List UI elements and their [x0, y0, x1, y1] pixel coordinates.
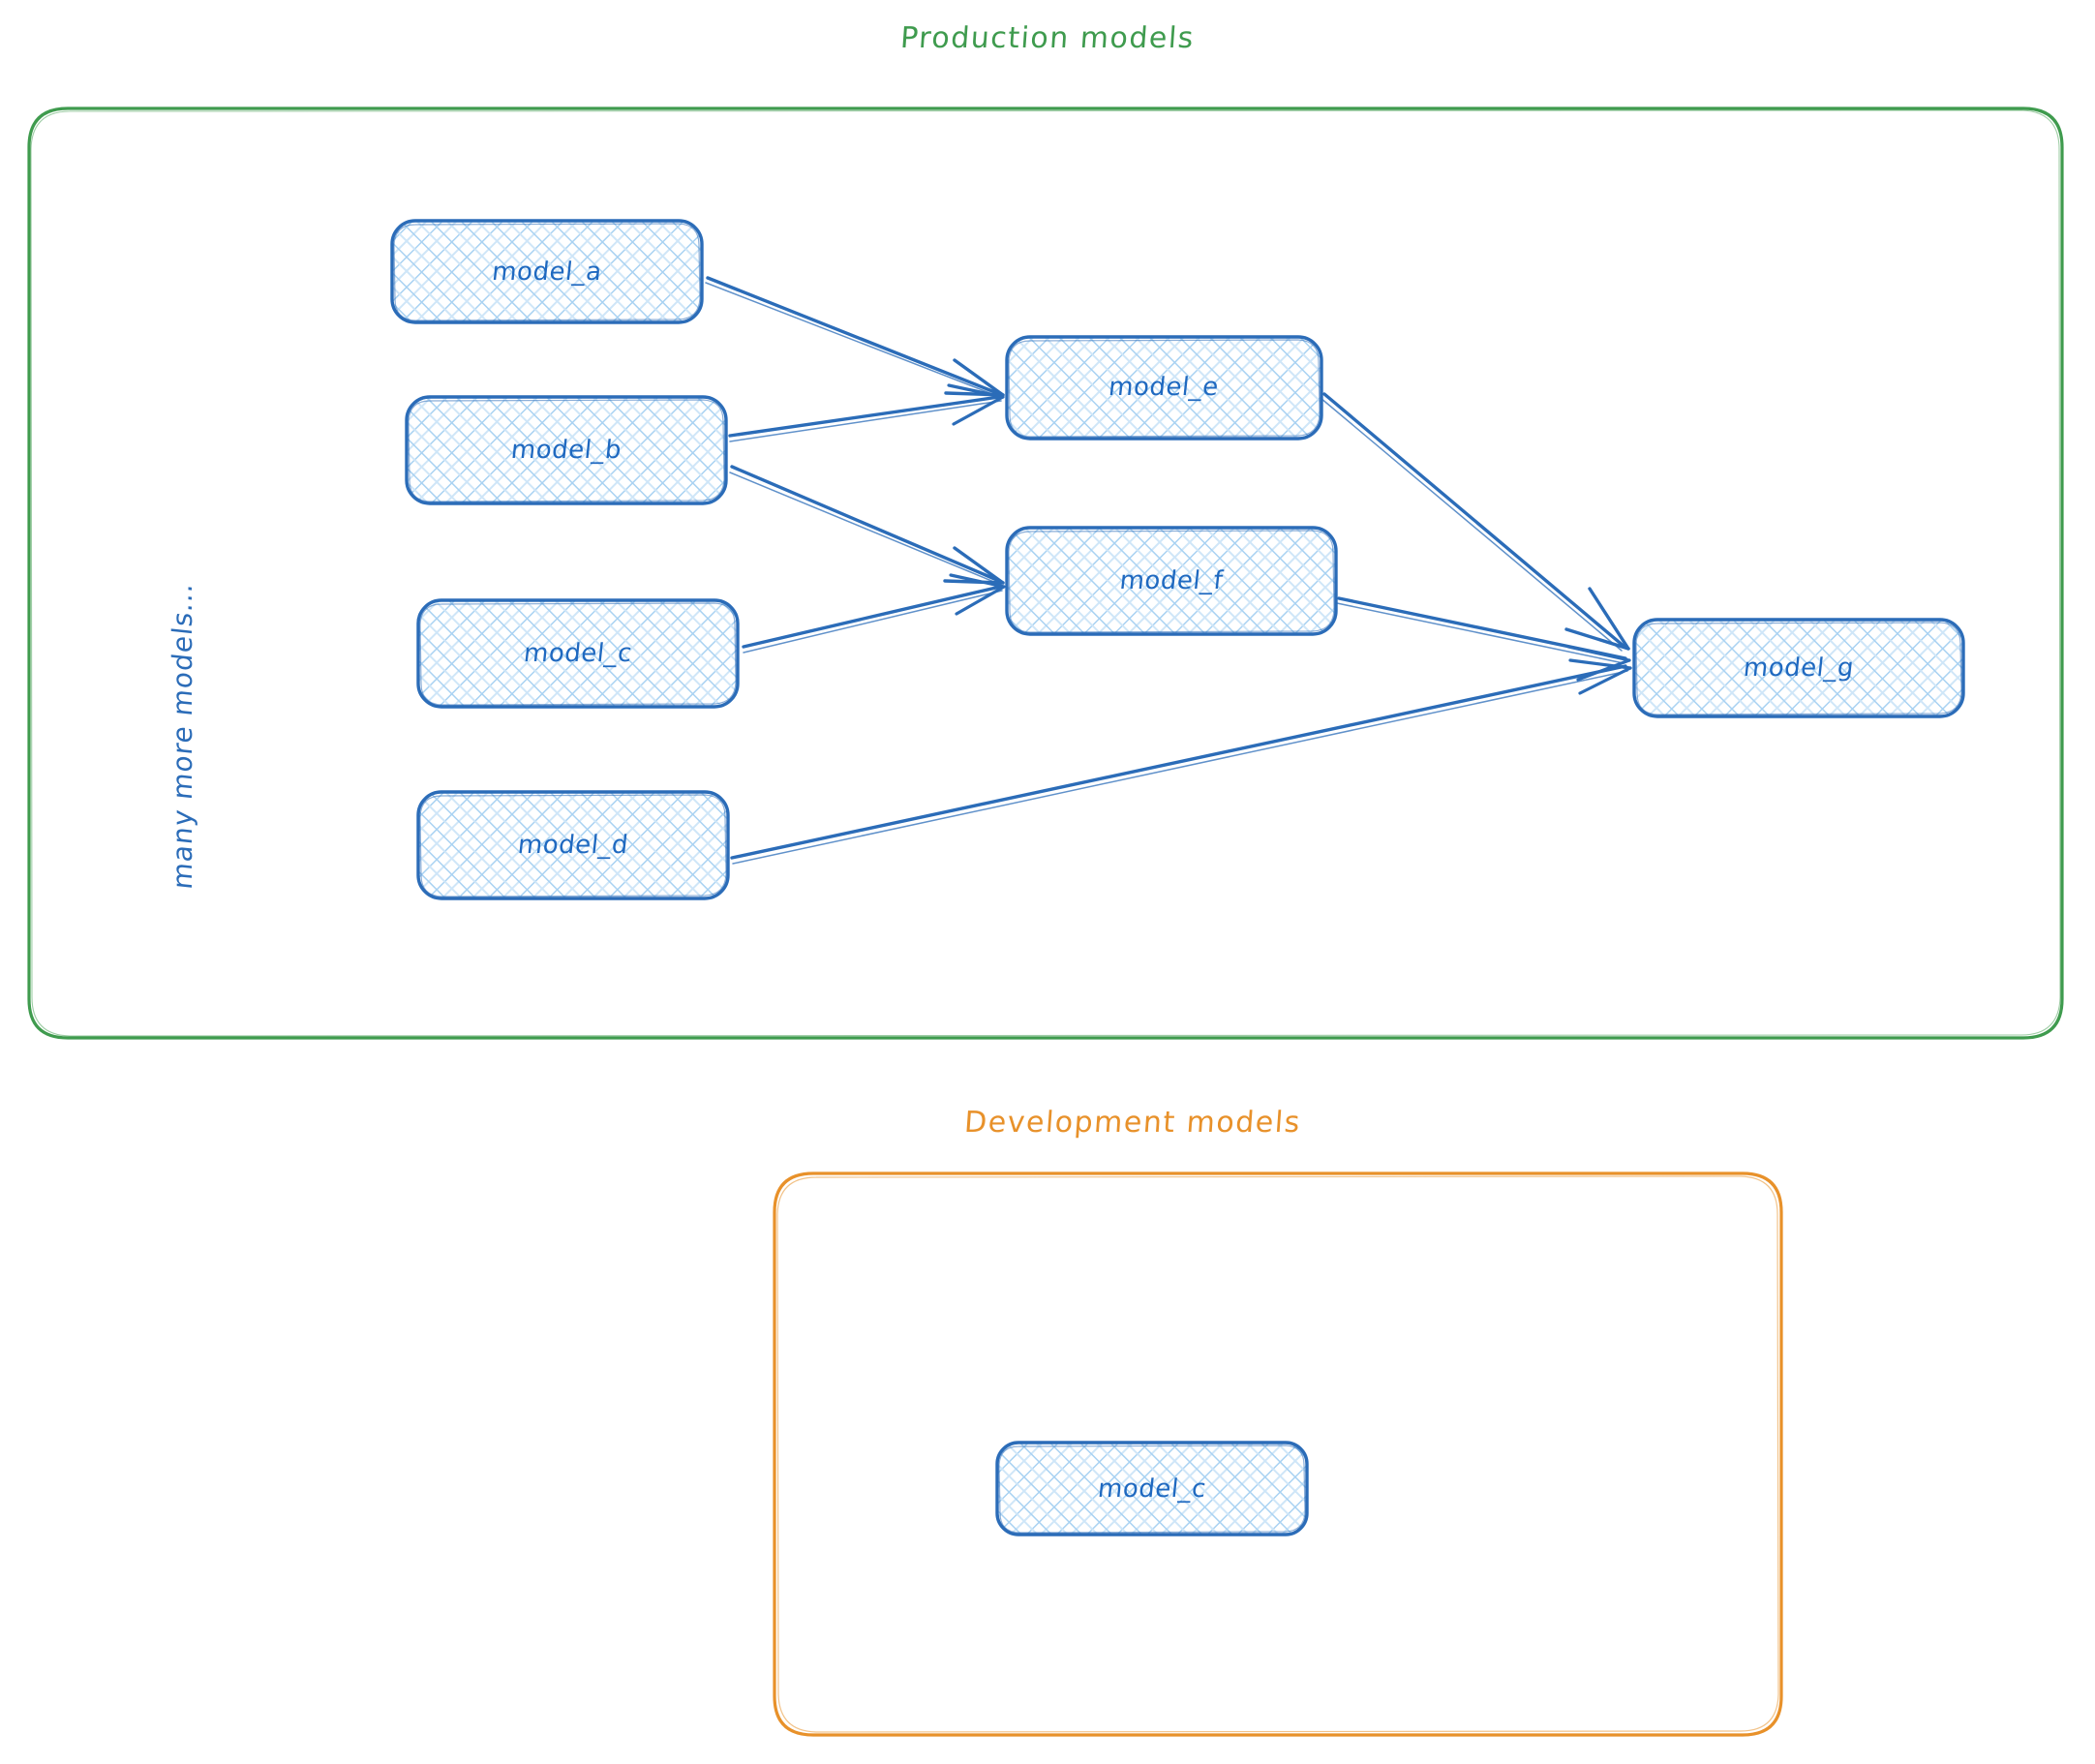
edge-model-a-to-model-e: [705, 276, 1005, 398]
annotation-many-more-models: many more models...: [167, 581, 198, 892]
group-production-border: [27, 106, 2064, 1040]
edge-model-c-to-model-f: [742, 573, 1006, 654]
node-model-g[interactable]: [1632, 618, 1965, 718]
nodes-layer: [390, 219, 1965, 1536]
node-model-e[interactable]: [1005, 335, 1323, 441]
node-model-c[interactable]: [416, 598, 740, 709]
edge-model-f-to-model-g: [1336, 596, 1631, 682]
edge-model-e-to-model-g: [1320, 392, 1630, 652]
node-model-d[interactable]: [416, 790, 730, 900]
node-model-a[interactable]: [390, 219, 704, 324]
group-title-development: Development models: [962, 1106, 1302, 1140]
edge-model-b-to-model-e: [728, 383, 1005, 442]
group-title-production: Production models: [898, 21, 1197, 55]
node-model-b[interactable]: [405, 395, 728, 505]
node-model-f[interactable]: [1005, 526, 1338, 636]
group-development-border: [773, 1171, 1783, 1737]
edge-model-b-to-model-f: [729, 465, 1005, 586]
node-dev-model-c[interactable]: [995, 1441, 1309, 1536]
edges-layer: [705, 276, 1632, 865]
edge-model-d-to-model-g: [730, 658, 1632, 865]
